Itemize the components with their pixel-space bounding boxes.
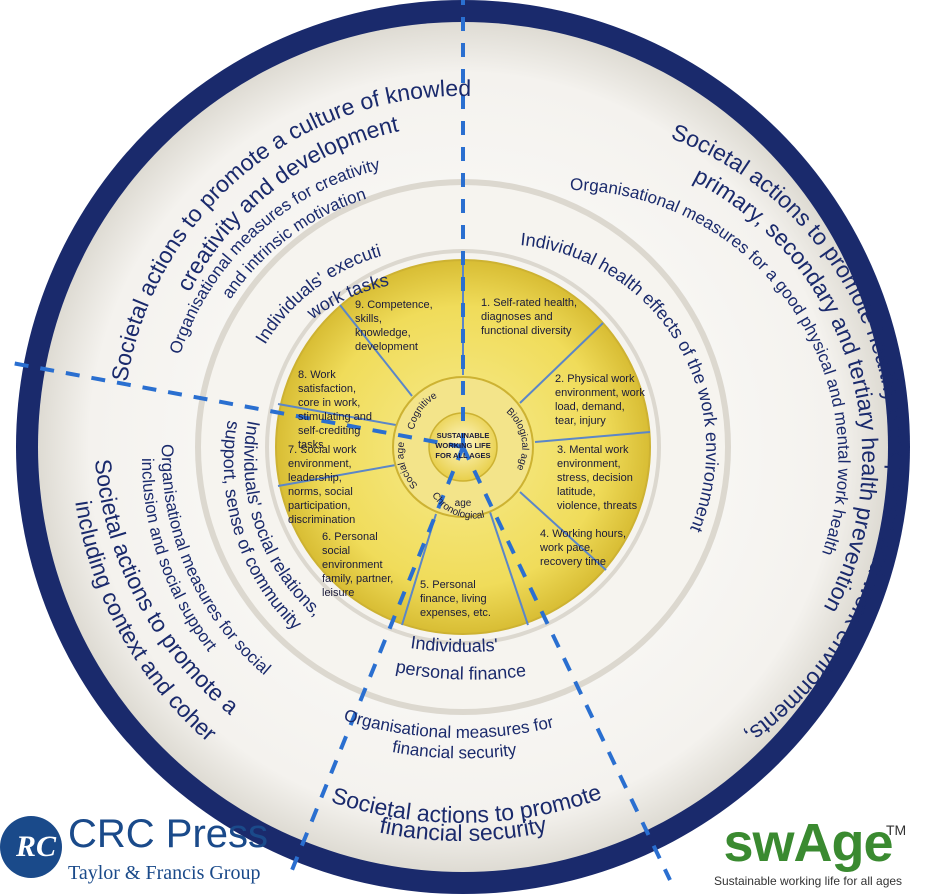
spoke-5 — [489, 511, 529, 626]
factor-7-label: 7. Social work environment, leadership, nor… — [288, 444, 357, 526]
spoke-8 — [277, 403, 397, 426]
factor-9-label: 9. Competence, skills, knowledge, developme… — [355, 299, 433, 353]
factor-1-line: functional diversity — [481, 325, 572, 337]
center-title-line2: WORKING LIFE — [435, 441, 490, 450]
factor-6-line: family, partner, — [322, 573, 393, 585]
factor-8-label: 8. Work satisfaction, core in work, stimula… — [298, 369, 372, 451]
factor-2-line: tear, injury — [555, 415, 606, 427]
factor-6-line: 6. Personal — [322, 531, 378, 543]
factor-5-line: expenses, etc. — [420, 607, 491, 619]
factor-3-line: environment, — [557, 458, 621, 470]
quadrant-dividers — [11, 0, 672, 881]
publisher-subtitle: Taylor & Francis Group — [68, 862, 261, 884]
spoke-4 — [519, 491, 607, 571]
factor-5-label: 5. Personal finance, living expenses, etc. — [420, 579, 491, 619]
factor-9-line: knowledge, — [355, 327, 411, 339]
factor-4-line: work pace, — [539, 542, 593, 554]
factor-3-line: 3. Mental work — [557, 444, 629, 456]
factor-2-label: 2. Physical work environment, work load, d… — [555, 373, 645, 427]
factor-1-line: diagnoses and — [481, 311, 553, 323]
factor-labels: 1. Self-rated health, diagnoses and functi… — [288, 297, 645, 619]
factor-8-line: self-crediting — [298, 425, 360, 437]
spoke-2 — [519, 322, 604, 404]
factor-7-line: participation, — [288, 500, 350, 512]
factor-8-line: satisfaction, — [298, 383, 356, 395]
factor-6-label: 6. Personal social environment family, part… — [322, 531, 393, 599]
center-title-line1: SUSTAINABLE — [437, 431, 490, 440]
factor-8-line: 8. Work — [298, 369, 336, 381]
factor-6-line: leisure — [322, 587, 354, 599]
swage-logo: swAge TM Sustainable working life for al… — [690, 812, 926, 894]
factor-3-line: violence, threats — [557, 500, 638, 512]
factor-9-line: skills, — [355, 313, 382, 325]
factor-2-line: 2. Physical work — [555, 373, 635, 385]
swage-trademark: TM — [886, 822, 907, 838]
factor-6-line: social — [322, 545, 350, 557]
factor-3-label: 3. Mental work environment, stress, decisi… — [557, 444, 638, 512]
center-title-line3: FOR ALL AGES — [435, 451, 490, 460]
publisher-logo: RC CRC Press Taylor & Francis Group — [0, 810, 300, 894]
factor-4-line: recovery time — [540, 556, 606, 568]
factor-6-line: environment — [322, 559, 383, 571]
chronological-age-text-2: age — [455, 498, 472, 509]
crc-mark-icon: RC — [0, 816, 62, 878]
spoke-7 — [277, 464, 397, 487]
swage-tagline: Sustainable working life for all ages — [713, 874, 903, 888]
factor-9-line: 9. Competence, — [355, 299, 433, 311]
factor-4-label: 4. Working hours, work pace, recovery time — [539, 528, 626, 568]
spoke-9 — [339, 304, 413, 397]
factor-1-line: 1. Self-rated health, — [481, 297, 577, 309]
swage-name: swAge — [723, 813, 893, 873]
factor-7-line: discrimination — [288, 514, 355, 526]
factor-1-label: 1. Self-rated health, diagnoses and functi… — [481, 297, 577, 337]
factor-9-line: development — [355, 341, 418, 353]
factor-5-line: finance, living — [420, 593, 487, 605]
publisher-name: CRC Press — [68, 812, 269, 856]
factor-4-line: 4. Working hours, — [540, 528, 626, 540]
divider-bottom-right — [461, 446, 672, 881]
factor-8-line: tasks — [298, 439, 324, 451]
factor-7-line: environment, — [288, 458, 352, 470]
factor-3-line: latitude, — [557, 486, 596, 498]
factor-8-line: stimulating and — [298, 411, 372, 423]
ind-finance-line1: Individuals' — [409, 632, 498, 656]
factor-3-line: stress, decision — [557, 472, 633, 484]
factor-8-line: core in work, — [298, 397, 360, 409]
factor-7-line: 7. Social work — [288, 444, 357, 456]
spoke-3 — [534, 431, 651, 443]
factor-7-line: leadership, — [288, 472, 342, 484]
factor-5-line: 5. Personal — [420, 579, 476, 591]
factor-2-line: environment, work — [555, 387, 645, 399]
factor-7-line: norms, social — [288, 486, 353, 498]
factor-2-line: load, demand, — [555, 401, 625, 413]
ind-finance-label: Individuals' — [409, 632, 498, 656]
